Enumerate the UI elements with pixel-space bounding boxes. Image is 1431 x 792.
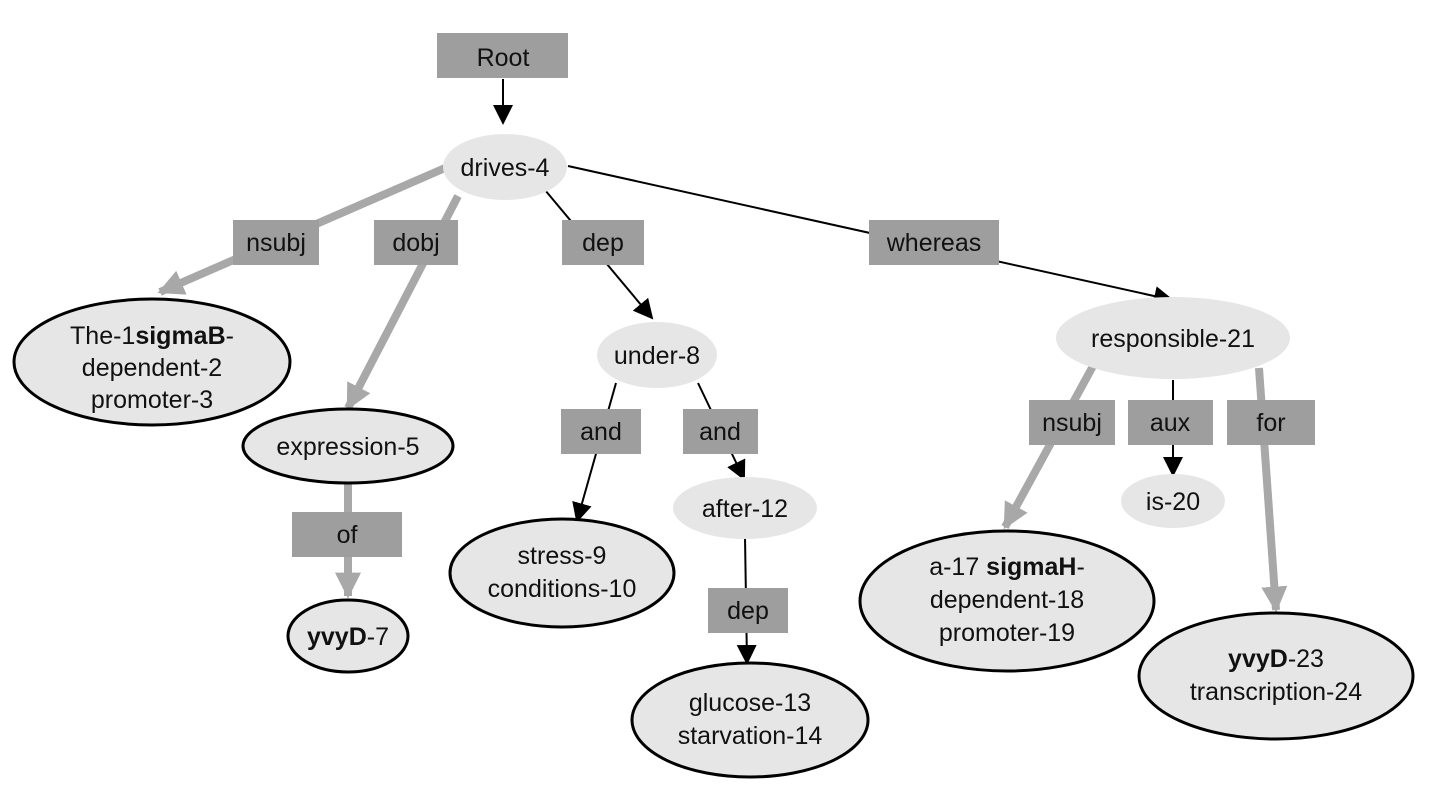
edge-label-text: whereas (886, 229, 982, 257)
node-text-line: dependent-18 (930, 586, 1084, 614)
node-the-sigmab-promoter: The-1sigmaB- dependent-2 promoter-3 (12, 297, 292, 427)
edge-label-aux: aux (1128, 400, 1213, 445)
node-text: drives-4 (461, 154, 550, 182)
node-stress-conditions: stress-9 conditions-10 (448, 517, 676, 629)
edge-label-text: and (699, 418, 741, 446)
node-text-line: glucose-13 (689, 689, 811, 717)
edge-label-text: and (580, 418, 622, 446)
edge-label-dobj: dobj (374, 220, 458, 265)
edge-label-text: nsubj (246, 229, 306, 257)
node-responsible-21: responsible-21 (1056, 297, 1290, 379)
edge-label-text: dobj (392, 229, 439, 257)
node-text-line: a-17 sigmaH- (929, 553, 1085, 581)
node-text: under-8 (614, 342, 700, 370)
node-text-line: yvyD-23 (1228, 645, 1324, 673)
node-expression-5: expression-5 (241, 407, 455, 485)
edge-label-text: nsubj (1042, 409, 1102, 437)
node-text-line: promoter-3 (91, 386, 213, 414)
node-text-line: dependent-2 (82, 354, 222, 382)
edge-label-for: for (1227, 400, 1315, 445)
node-text-line: transcription-24 (1190, 678, 1362, 706)
node-text-line: conditions-10 (488, 575, 637, 603)
nodes: drives-4 The-1sigmaB- dependent-2 promot… (12, 134, 1415, 779)
edge-labels: Root nsubj dobj dep whereas of and and (233, 33, 1315, 633)
root-label-text: Root (477, 44, 530, 72)
node-text: after-12 (702, 495, 788, 523)
edge-label-nsubj-1: nsubj (233, 220, 319, 265)
edge-label-dep-2: dep (708, 588, 788, 633)
edge-label-and-2: and (683, 409, 758, 454)
edge-label-whereas: whereas (869, 220, 999, 265)
node-text-line: promoter-19 (939, 619, 1075, 647)
node-text-line: stress-9 (518, 542, 607, 570)
node-text: is-20 (1146, 488, 1200, 516)
node-text-line: starvation-14 (678, 722, 823, 750)
edge-label-dep-1: dep (562, 220, 644, 265)
node-text: expression-5 (276, 433, 419, 461)
root-label: Root (437, 33, 568, 78)
node-sigmah-promoter: a-17 sigmaH- dependent-18 promoter-19 (858, 529, 1156, 673)
edge-label-text: for (1256, 409, 1285, 437)
node-drives-4: drives-4 (443, 134, 567, 200)
node-glucose-starvation: glucose-13 starvation-14 (630, 661, 870, 779)
node-yvyd-7: yvyD-7 (286, 598, 410, 674)
node-yvyd-transcription: yvyD-23 transcription-24 (1137, 611, 1415, 741)
node-after-12: after-12 (673, 477, 817, 539)
node-text: responsible-21 (1091, 325, 1255, 353)
edge-label-text: dep (582, 229, 624, 257)
edge-label-text: dep (727, 597, 769, 625)
edge-nsubj-2 (1001, 364, 1097, 530)
edge-label-and-1: and (561, 409, 641, 454)
edge-label-of: of (292, 512, 402, 557)
node-under-8: under-8 (597, 322, 717, 388)
node-text-line: The-1sigmaB- (70, 322, 234, 350)
edge-label-text: of (337, 521, 358, 549)
edge-label-nsubj-2: nsubj (1029, 400, 1115, 445)
node-text: yvyD-7 (307, 623, 389, 651)
node-is-20: is-20 (1121, 474, 1225, 528)
edge-label-text: aux (1150, 409, 1191, 437)
